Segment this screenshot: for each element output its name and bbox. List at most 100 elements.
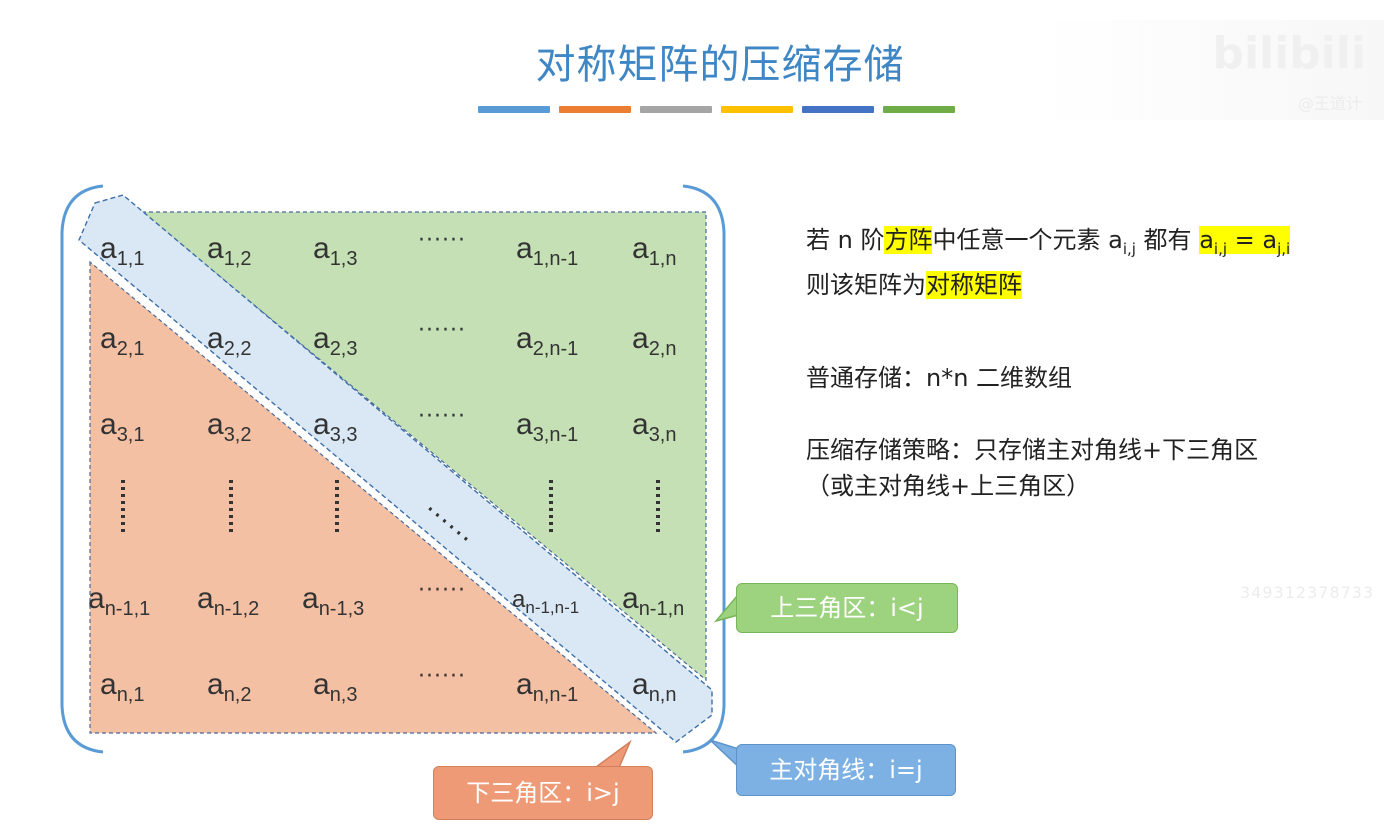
matrix-element: an-1,n-1	[512, 586, 579, 618]
color-bar-segment	[721, 106, 793, 113]
matrix-element: an,n-1	[516, 668, 578, 707]
diagonal-callout-label: 主对角线：i=j	[769, 756, 923, 784]
cell-base: a	[100, 408, 117, 441]
matrix-element: an-1,2	[197, 582, 259, 621]
cell-base: a	[632, 668, 649, 701]
eq-mid: = a	[1227, 226, 1278, 254]
page-title: 对称矩阵的压缩存储	[535, 42, 905, 88]
matrix-element: a1,n-1	[516, 232, 578, 271]
cell-base: a	[313, 408, 330, 441]
eq-sub-ji: j,i	[1277, 239, 1291, 258]
color-bar-segment	[478, 106, 550, 113]
matrix-element: a2,n-1	[516, 322, 578, 361]
definition-line-2: 则该矩阵为对称矩阵	[806, 267, 1290, 303]
highlight-symmetric-matrix: 对称矩阵	[926, 270, 1022, 299]
def-sub-ij: i,j	[1122, 239, 1136, 258]
matrix-element: a3,n-1	[516, 408, 578, 447]
cell-base: a	[207, 322, 224, 355]
cell-subscript: 1,1	[116, 248, 145, 270]
matrix-element: a2,1	[100, 322, 145, 361]
cell-subscript: 1,n	[648, 248, 677, 270]
matrix-element: a3,3	[313, 408, 358, 447]
eq-a1: a	[1199, 226, 1214, 254]
matrix-element: a3,2	[207, 408, 252, 447]
lower-triangle-callout: 下三角区：i>j	[433, 766, 653, 820]
cell-base: a	[632, 322, 649, 355]
matrix-element: an-1,1	[88, 582, 150, 621]
ellipsis-horizontal: ······	[418, 318, 466, 343]
cell-subscript: 1,3	[329, 248, 358, 270]
bilibili-watermark: bilibili @王道计	[1040, 20, 1384, 120]
matrix-element: a2,2	[207, 322, 252, 361]
cell-subscript: 3,3	[329, 424, 358, 446]
lower-triangle-region	[89, 260, 658, 734]
right-bracket	[682, 184, 726, 754]
uid-watermark: 349312378733	[1240, 583, 1375, 602]
ellipsis-horizontal: ······	[418, 228, 466, 253]
cell-base: a	[100, 668, 117, 701]
def-prefix: 若 n 阶	[806, 226, 885, 254]
cell-subscript: n,1	[116, 684, 145, 706]
cell-subscript: n-1,2	[213, 598, 260, 620]
cell-base: a	[512, 586, 526, 613]
bilibili-logo: bilibili	[1212, 28, 1366, 79]
def-post: 都有	[1135, 226, 1200, 254]
cell-base: a	[88, 582, 105, 615]
cell-subscript: 2,n	[648, 338, 677, 360]
matrix-element: a1,2	[207, 232, 252, 271]
cell-base: a	[516, 408, 533, 441]
upper-triangle-region	[140, 211, 707, 682]
cell-subscript: n-1,3	[318, 598, 365, 620]
eq-sub-ij: i,j	[1213, 239, 1228, 258]
cell-subscript: n-1,n-1	[525, 597, 580, 617]
cell-base: a	[313, 232, 330, 265]
matrix-element: an,n	[632, 668, 677, 707]
main-diagonal-callout: 主对角线：i=j	[736, 744, 956, 796]
ellipsis-horizontal: ······	[418, 578, 466, 603]
color-bar-segment	[802, 106, 874, 113]
cell-subscript: 2,1	[116, 338, 145, 360]
cell-subscript: n,n-1	[532, 684, 579, 706]
color-bar-segment	[559, 106, 631, 113]
matrix-element: an-1,3	[302, 582, 364, 621]
cell-base: a	[197, 582, 214, 615]
highlight-equation: ai,j = aj,i	[1199, 226, 1291, 258]
matrix-element: an,1	[100, 668, 145, 707]
matrix-element: a2,3	[313, 322, 358, 361]
cell-subscript: 2,3	[329, 338, 358, 360]
matrix-element: a1,1	[100, 232, 145, 271]
ellipsis-horizontal: ······	[418, 404, 466, 429]
cell-subscript: 2,n-1	[532, 338, 579, 360]
def-middle: 中任意一个元素 a	[932, 226, 1123, 254]
cell-subscript: n-1,1	[104, 598, 151, 620]
ellipsis-vertical	[335, 480, 339, 532]
cell-subscript: 1,n-1	[532, 248, 579, 270]
cell-base: a	[313, 322, 330, 355]
cell-subscript: n-1,n	[638, 598, 685, 620]
cell-base: a	[313, 668, 330, 701]
def-line2-prefix: 则该矩阵为	[806, 270, 926, 299]
cell-base: a	[100, 322, 117, 355]
cell-subscript: n,3	[329, 684, 358, 706]
matrix-element: an-1,n	[622, 582, 684, 621]
ellipsis-horizontal: ······	[418, 664, 466, 689]
title-color-bar	[478, 106, 955, 113]
cell-subscript: n,2	[223, 684, 252, 706]
upper-callout-label: 上三角区：i<j	[770, 594, 924, 622]
matrix-element: a3,1	[100, 408, 145, 447]
ellipsis-vertical	[656, 480, 660, 532]
definition-line-1: 若 n 阶方阵中任意一个元素 ai,j 都有 ai,j = aj,i	[806, 222, 1291, 267]
cell-base: a	[632, 232, 649, 265]
left-bracket	[60, 184, 104, 754]
ellipsis-vertical	[229, 480, 233, 532]
cell-base: a	[516, 322, 533, 355]
cell-base: a	[100, 232, 117, 265]
matrix-element: an,3	[313, 668, 358, 707]
ellipsis-vertical	[121, 480, 125, 532]
cell-base: a	[207, 408, 224, 441]
cell-base: a	[622, 582, 639, 615]
cell-base: a	[632, 408, 649, 441]
cell-base: a	[207, 668, 224, 701]
cell-base: a	[207, 232, 224, 265]
